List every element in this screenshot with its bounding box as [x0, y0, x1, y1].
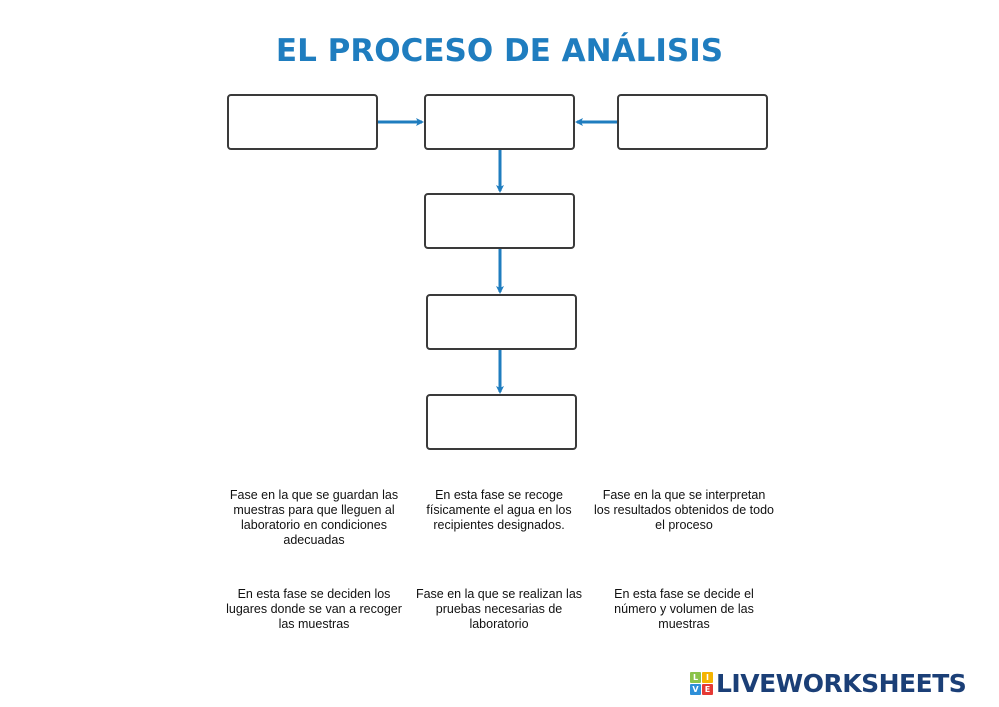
- logo-tile: E: [702, 683, 713, 695]
- logo-tile: I: [702, 671, 713, 683]
- description-card[interactable]: En esta fase se recoge físicamente el ag…: [426, 488, 572, 532]
- description-card[interactable]: En esta fase se deciden los lugares dond…: [226, 587, 402, 631]
- description-card[interactable]: Fase en la que se realizan las pruebas n…: [415, 587, 583, 631]
- box-top-right[interactable]: [617, 94, 768, 150]
- box-middle-1[interactable]: [424, 193, 575, 249]
- page-title: EL PROCESO DE ANÁLISIS: [275, 33, 724, 69]
- logo-tile: L: [690, 671, 701, 683]
- logo-tiles-icon: L I V E: [690, 671, 713, 695]
- box-top-center[interactable]: [424, 94, 575, 150]
- box-top-left[interactable]: [227, 94, 378, 150]
- description-card[interactable]: En esta fase se decide el número y volum…: [614, 587, 754, 631]
- logo-tile: V: [690, 683, 701, 695]
- box-middle-2[interactable]: [426, 294, 577, 350]
- box-bottom[interactable]: [426, 394, 577, 450]
- description-card[interactable]: Fase en la que se interpretan los result…: [594, 488, 774, 532]
- description-card[interactable]: Fase en la que se guardan las muestras p…: [229, 488, 399, 547]
- logo-text: LIVEWORKSHEETS: [716, 668, 967, 698]
- liveworksheets-logo: L I V E LIVEWORKSHEETS: [690, 668, 967, 698]
